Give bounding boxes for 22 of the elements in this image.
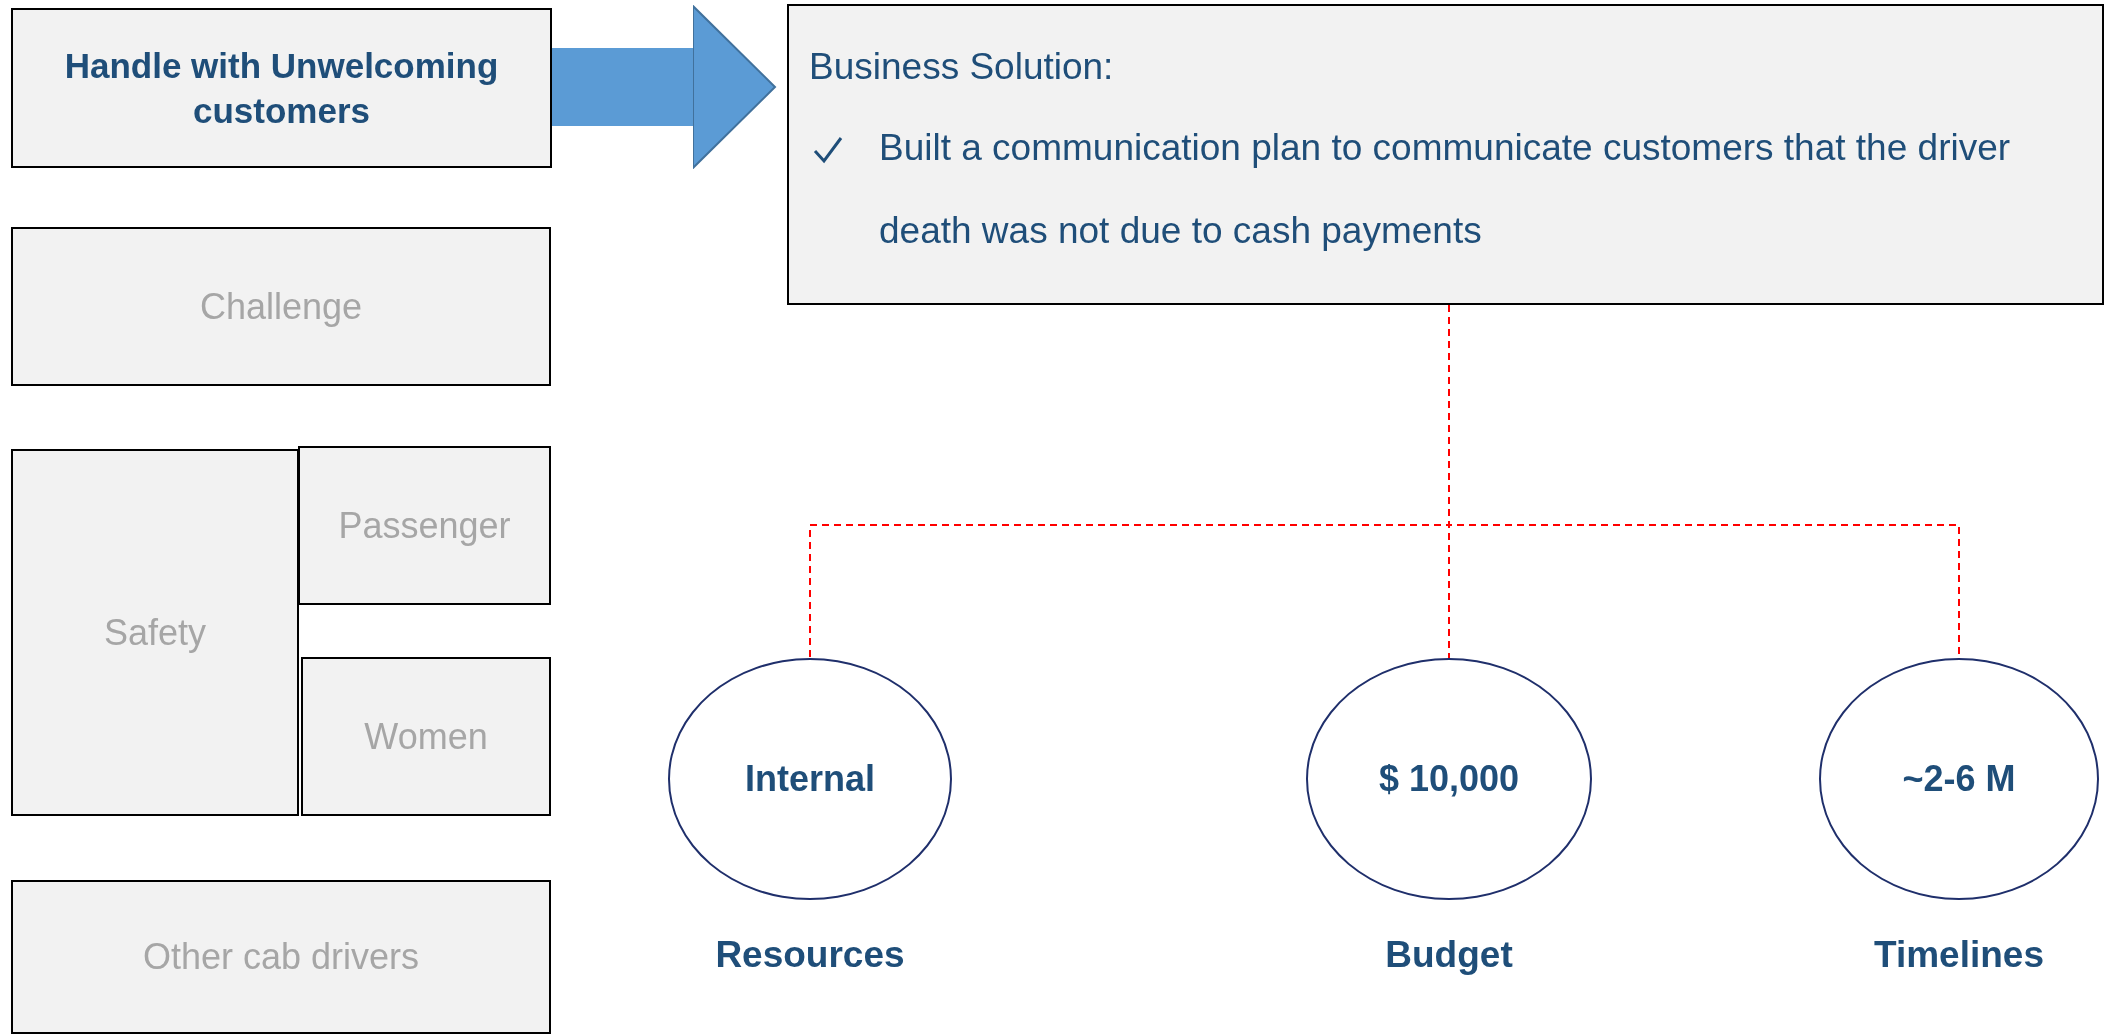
label-text: Challenge	[199, 285, 363, 328]
value-text: ~2-6 M	[1902, 758, 2016, 800]
menu-box	[298, 446, 551, 605]
value-text: Internal	[745, 758, 875, 800]
heading: Business Solution:	[809, 46, 1114, 88]
solution-box	[787, 4, 2104, 305]
label-text: Passenger	[338, 504, 511, 547]
caption-text: Resources	[715, 934, 905, 976]
caption-text: Budget	[1385, 934, 1513, 976]
label-text: Other cab drivers	[142, 936, 420, 978]
menu-box	[11, 227, 551, 386]
menu-box	[11, 880, 551, 1034]
label-text: Safety	[103, 611, 207, 654]
bullet-text: Built a communication plan to communicate customers that the driver death was not due to cash payments	[879, 126, 2012, 253]
menu-box	[301, 657, 551, 816]
label-text: Women	[364, 715, 488, 758]
menu-box	[11, 449, 299, 816]
label-text: Handle with Unwelcoming customers	[63, 44, 500, 132]
block-arrow	[552, 5, 776, 169]
caption-text: Timelines	[1874, 934, 2044, 976]
value-text: $ 10,000	[1378, 758, 1520, 800]
topic-box	[11, 8, 552, 168]
